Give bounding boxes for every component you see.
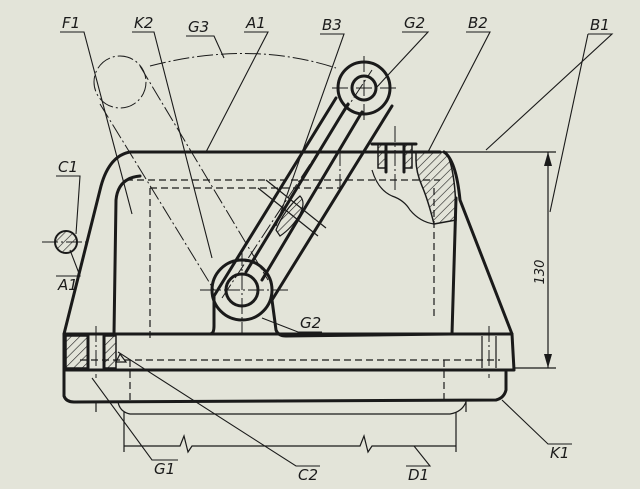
label-k2: K2: [134, 14, 153, 32]
right-bolt-hole: [481, 326, 497, 378]
label-g3: G3: [188, 18, 209, 36]
detail-c1: [42, 230, 90, 254]
label-k1: K1: [550, 444, 569, 462]
width-dimension: [123, 412, 457, 454]
label-c2: C2: [298, 466, 318, 484]
base-plate: [62, 332, 516, 415]
top-right-section: [370, 126, 457, 225]
label-b2: B2: [468, 14, 488, 32]
label-g2-top: G2: [404, 14, 425, 32]
phantom-lever: [93, 53, 337, 291]
label-g1: G1: [154, 460, 175, 478]
leader-lines: [56, 31, 614, 467]
left-bolt-section: [65, 326, 128, 378]
label-c1: C1: [58, 158, 78, 176]
height-dimension: [446, 151, 556, 369]
label-a1: A1: [245, 14, 266, 32]
label-g2-mid: G2: [300, 314, 321, 332]
lever-link: [200, 56, 396, 334]
dimension-130-label: 130: [533, 260, 548, 285]
label-b3: B3: [322, 16, 342, 34]
label-f1: F1: [62, 14, 80, 32]
label-a1-left: A1: [57, 276, 78, 294]
label-d1: D1: [408, 466, 429, 484]
label-b1: B1: [590, 16, 610, 34]
